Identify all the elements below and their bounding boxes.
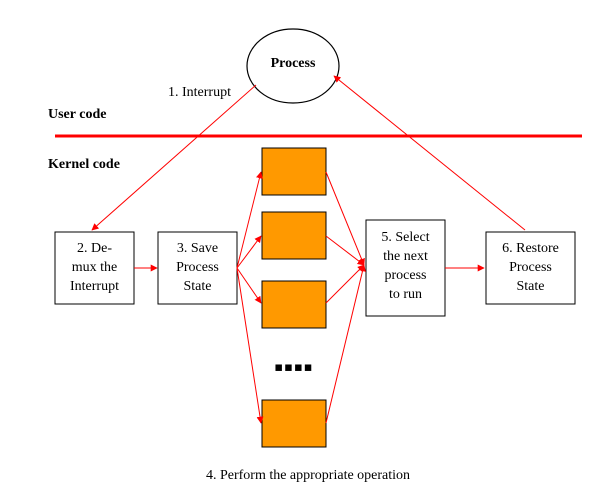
operation-box-1 xyxy=(261,147,327,196)
save-line-2: Process xyxy=(176,260,219,275)
select-process-box: 5. Select the next process to run xyxy=(365,219,446,317)
select-line-2: the next xyxy=(383,249,428,264)
arrow-save-to-op-4 xyxy=(236,267,264,424)
process-label: Process xyxy=(271,56,316,71)
arrow-op-1-to-select xyxy=(325,171,365,266)
restore-line-1: 6. Restore xyxy=(502,241,559,256)
interrupt-label: 1. Interrupt xyxy=(168,85,231,100)
arrow-op-2-to-select xyxy=(325,235,365,266)
user-code-label: User code xyxy=(48,107,106,122)
arrow-op-4-to-select xyxy=(325,264,366,424)
footer-caption: 4. Perform the appropriate operation xyxy=(206,468,410,483)
ellipsis-dots: ▪▪▪▪ xyxy=(274,360,313,375)
arrow-restore-to-process xyxy=(333,75,526,231)
operation-box-3 xyxy=(261,280,327,329)
operation-box-2 xyxy=(261,211,327,260)
operation-box-4 xyxy=(261,399,327,448)
demux-line-1: 2. De- xyxy=(77,241,112,256)
select-line-1: 5. Select xyxy=(381,230,429,245)
arrow-op-3-to-select xyxy=(325,264,365,304)
restore-line-3: State xyxy=(517,279,545,294)
demux-box: 2. De- mux the Interrupt xyxy=(54,231,135,305)
save-line-1: 3. Save xyxy=(177,241,218,256)
select-line-3: process xyxy=(385,268,427,283)
save-state-box: 3. Save Process State xyxy=(157,231,238,305)
arrow-interrupt xyxy=(91,84,257,231)
demux-line-2: mux the xyxy=(72,260,118,275)
select-line-4: to run xyxy=(389,287,422,302)
demux-line-3: Interrupt xyxy=(70,279,119,294)
kernel-code-label: Kernel code xyxy=(48,157,120,172)
restore-state-box: 6. Restore Process State xyxy=(485,231,576,305)
arrow-save-to-op-1 xyxy=(236,171,263,269)
arrow-save-to-op-3 xyxy=(236,267,262,304)
process-node xyxy=(246,28,340,104)
restore-line-2: Process xyxy=(509,260,552,275)
arrow-save-to-op-2 xyxy=(236,235,262,269)
save-line-3: State xyxy=(184,279,212,294)
